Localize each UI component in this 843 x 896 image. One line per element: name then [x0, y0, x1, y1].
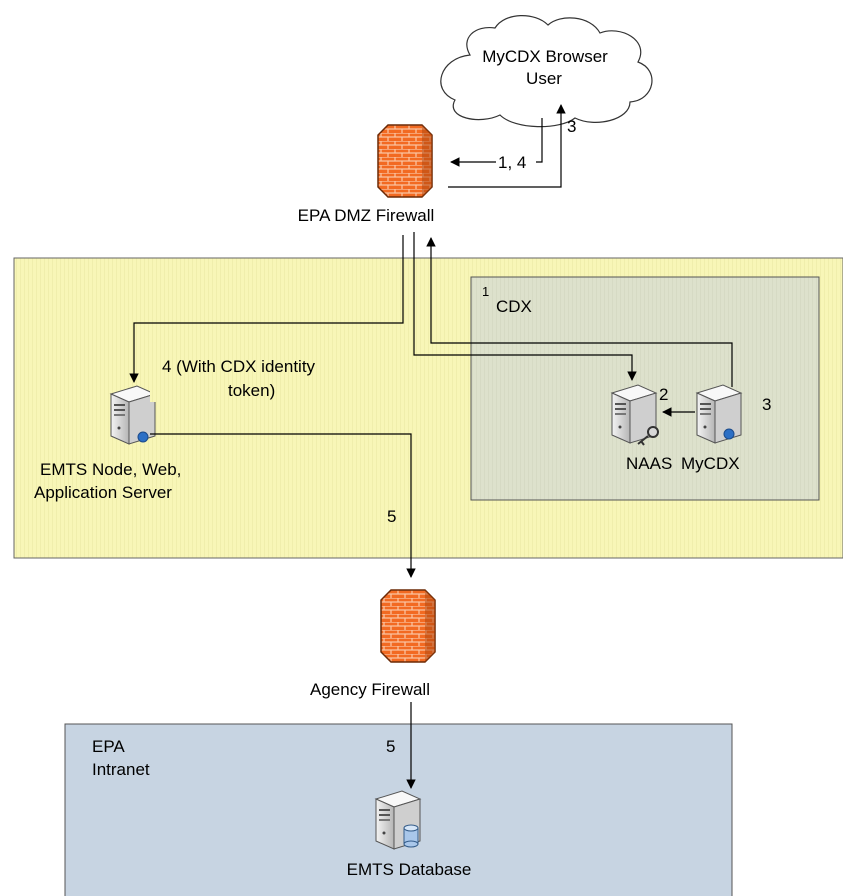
connector-firewall-to-naas: [413, 232, 637, 381]
emts-globe-icon: [137, 431, 149, 443]
naas-label: NAAS: [626, 454, 672, 473]
step-5-upper-label: 5: [387, 507, 396, 526]
mycdx-globe-icon: [723, 428, 735, 440]
step-4-label-line1: 4 (With CDX identity: [162, 357, 316, 376]
step-1-4-label-bg: [496, 152, 536, 172]
key-icon: [637, 426, 659, 446]
step-3-mycdx-label: 3: [762, 395, 771, 414]
agency-firewall-icon: [380, 589, 436, 663]
agency-firewall-label: Agency Firewall: [310, 680, 430, 699]
emts-label-line2: Application Server: [34, 483, 172, 502]
emts-label-line1: EMTS Node, Web,: [40, 460, 181, 479]
emts-server-icon: [110, 385, 156, 445]
connector-cloud-to-firewall: [450, 118, 543, 167]
connector-firewall-to-emts: [129, 235, 404, 383]
intranet-label-line2: Intranet: [92, 760, 150, 779]
dmz-firewall-icon: [377, 124, 433, 198]
intranet-label-line1: EPA: [92, 737, 125, 756]
dmz-firewall-label: EPA DMZ Firewall: [298, 206, 435, 225]
connector-firewall-to-cloud: [448, 104, 566, 188]
cdx-step-number: 1: [482, 284, 489, 299]
cloud-label-line2: User: [526, 69, 562, 88]
database-cylinder-icon: [403, 824, 419, 848]
cloud-shape: [440, 15, 653, 128]
step-1-4-label: 1, 4: [498, 153, 526, 172]
step-5-lower-label: 5: [386, 737, 395, 756]
cdx-zone-label: CDX: [496, 297, 532, 316]
mycdx-label: MyCDX: [681, 454, 740, 473]
step-3-top-label: 3: [567, 117, 576, 136]
step-4-label-bg: [150, 354, 360, 402]
database-label: EMTS Database: [347, 860, 472, 879]
connector-emts-to-agency-firewall: [150, 433, 416, 578]
step-4-label-line2: token): [228, 381, 275, 400]
connector-mycdx-to-firewall: [426, 237, 733, 387]
step-2-label: 2: [659, 385, 668, 404]
cloud-label-line1: MyCDX Browser: [482, 47, 608, 66]
